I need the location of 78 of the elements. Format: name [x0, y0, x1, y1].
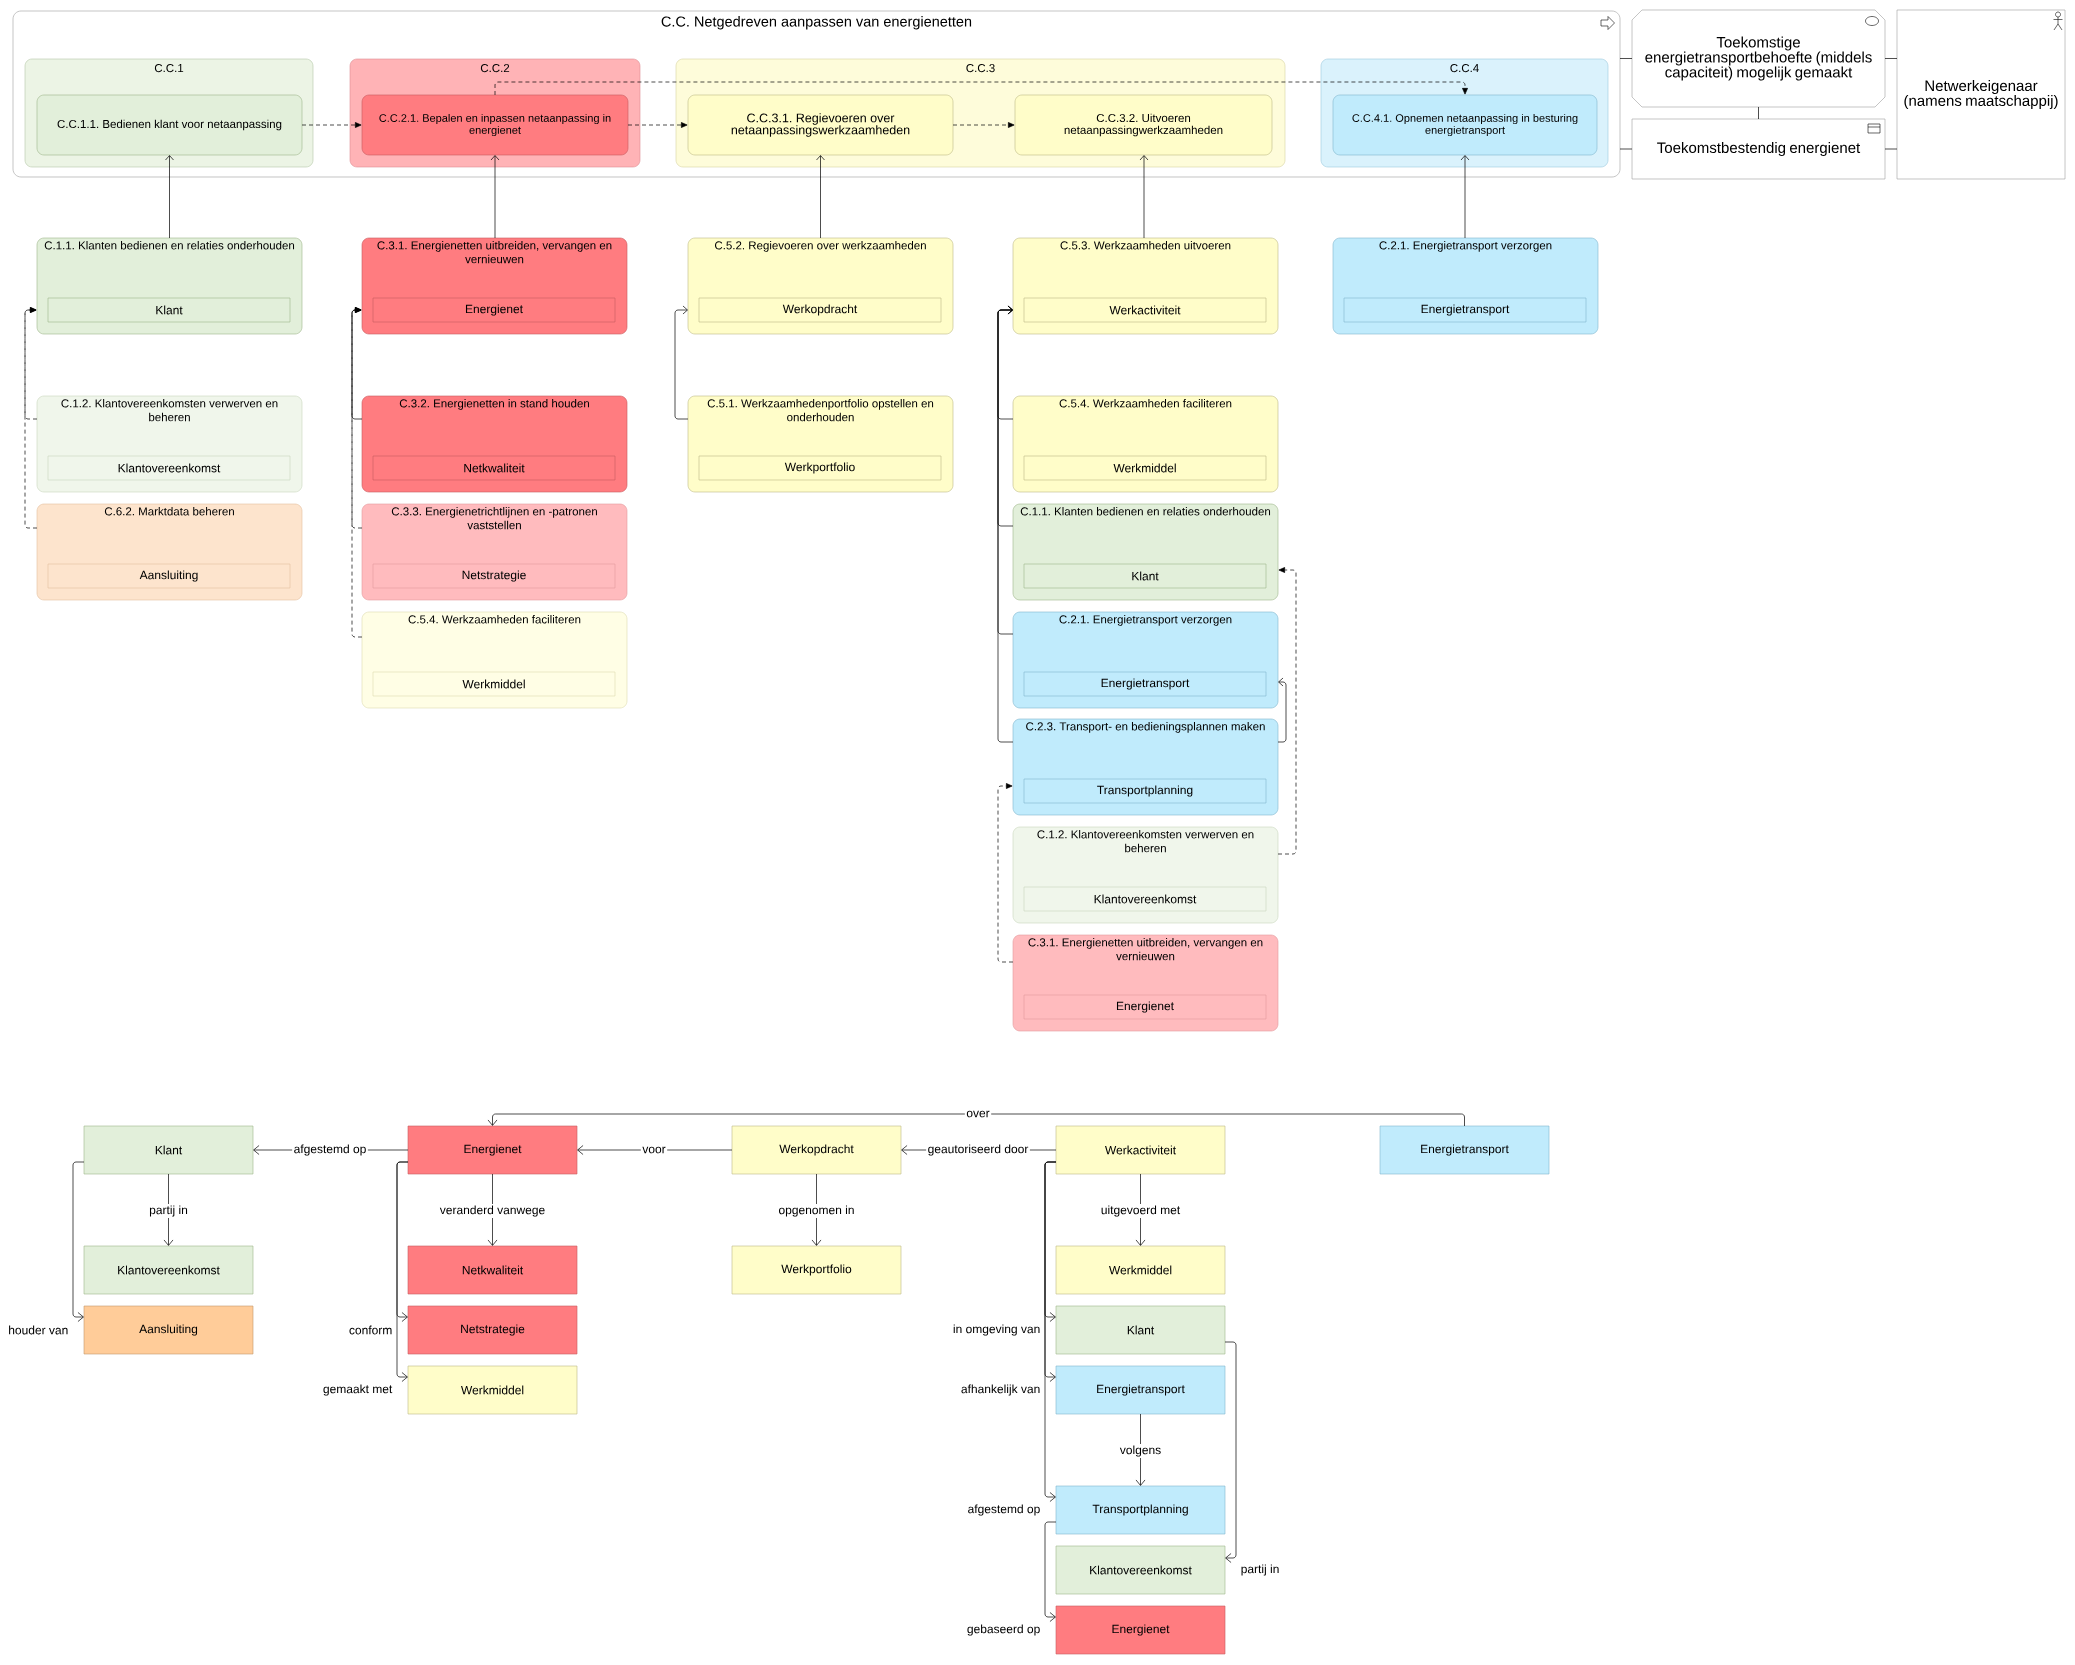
edge-label: uitgevoerd met	[1099, 1203, 1182, 1219]
entity-box: Werkactiviteit	[1055, 1125, 1226, 1175]
object-box: Transportplanning	[1023, 778, 1267, 804]
arrow	[1460, 155, 1470, 239]
arrow	[674, 305, 689, 420]
edge-label: afgestemd op	[966, 1502, 1042, 1518]
connector-line	[1884, 148, 1898, 150]
edge-label: gebaseerd op	[965, 1622, 1042, 1638]
arrow	[163, 1173, 174, 1246]
value-box: Toekomstige energietransportbehoefte (middels capaciteit) mogelijk gemaakt	[1631, 9, 1886, 108]
object-box: Werkportfolio	[698, 455, 942, 481]
object-box: Werkmiddel	[1023, 455, 1267, 481]
object-box: Aansluiting	[47, 563, 291, 589]
entity-box: Werkportfolio	[731, 1245, 902, 1295]
arrow	[811, 1173, 822, 1246]
object-box: Energietransport	[1023, 671, 1267, 697]
actor-box: Netwerkeigenaar (namens maatschappij)	[1896, 9, 2066, 180]
edge-label: over	[964, 1109, 992, 1119]
object-box: Klantovereenkomst	[47, 455, 291, 481]
arrow	[165, 155, 174, 239]
object-box: Netstrategie	[372, 563, 616, 589]
edge-label: veranderd vanwege	[438, 1203, 547, 1219]
arrow	[1224, 1341, 1237, 1563]
arrow	[1277, 677, 1287, 743]
edge-label: geautoriseerd door	[926, 1142, 1030, 1158]
entity-box: Klantovereenkomst	[83, 1245, 254, 1295]
arrow	[487, 1173, 498, 1246]
object-box: Energienet	[372, 297, 616, 323]
object-box: Energietransport	[1343, 297, 1587, 323]
edge-label: conform	[347, 1324, 394, 1336]
object-box: Klantovereenkomst	[1023, 886, 1267, 912]
arrow	[490, 155, 500, 239]
entity-box: Energietransport	[1379, 1125, 1550, 1175]
connector-line	[1884, 58, 1898, 59]
connector-line	[1758, 106, 1759, 120]
entity-box: Netkwaliteit	[407, 1245, 578, 1295]
entity-box: Energienet	[407, 1125, 578, 1175]
entity-box: Energienet	[1055, 1605, 1226, 1655]
object-box: Werkopdracht	[698, 297, 942, 323]
arrow	[1135, 1413, 1146, 1486]
edge-label: afhankelijk van	[959, 1382, 1042, 1398]
arrow	[72, 1161, 85, 1322]
arrow	[1135, 1173, 1146, 1246]
object-box: Energienet	[1023, 994, 1267, 1020]
entity-box: Energietransport	[1055, 1365, 1226, 1415]
entity-box: Klant	[1055, 1305, 1226, 1355]
entity-box: Werkopdracht	[731, 1125, 902, 1175]
edge-label: afgestemd op	[292, 1142, 368, 1158]
arrow	[1044, 1161, 1057, 1502]
edge-label: opgenomen in	[777, 1203, 857, 1219]
object-box: Toekomstbestendig energienet	[1631, 118, 1886, 180]
entity-box: Werkmiddel	[1055, 1245, 1226, 1295]
edge-label: volgens	[1118, 1443, 1163, 1459]
object-box: Werkmiddel	[372, 671, 616, 697]
entity-box: Klantovereenkomst	[1055, 1545, 1226, 1595]
object-box: Klant	[1023, 563, 1267, 589]
object-box: Netkwaliteit	[372, 455, 616, 481]
connector-line	[1619, 148, 1633, 150]
object-box: Klant	[47, 297, 291, 323]
arrow	[487, 1113, 1465, 1127]
entity-box: Klant	[83, 1125, 254, 1175]
edge-label: in omgeving van	[951, 1322, 1042, 1338]
arrow	[997, 305, 1014, 743]
arrow	[816, 155, 825, 239]
edge-label: partij in	[147, 1203, 190, 1219]
arrow	[396, 1161, 409, 1382]
arrow	[1139, 155, 1149, 239]
entity-box: Netstrategie	[407, 1305, 578, 1355]
entity-box: Werkmiddel	[407, 1365, 578, 1415]
connector-line	[1619, 58, 1633, 59]
arrow	[1044, 1521, 1057, 1622]
entity-box: Transportplanning	[1055, 1485, 1226, 1535]
object-box: Werkactiviteit	[1023, 297, 1267, 323]
edge-label: houder van	[6, 1324, 70, 1336]
edge-label: gemaakt met	[321, 1382, 394, 1398]
entity-box: Aansluiting	[83, 1305, 254, 1355]
edge-label: voor	[640, 1145, 668, 1155]
edge-label: partij in	[1239, 1562, 1281, 1578]
